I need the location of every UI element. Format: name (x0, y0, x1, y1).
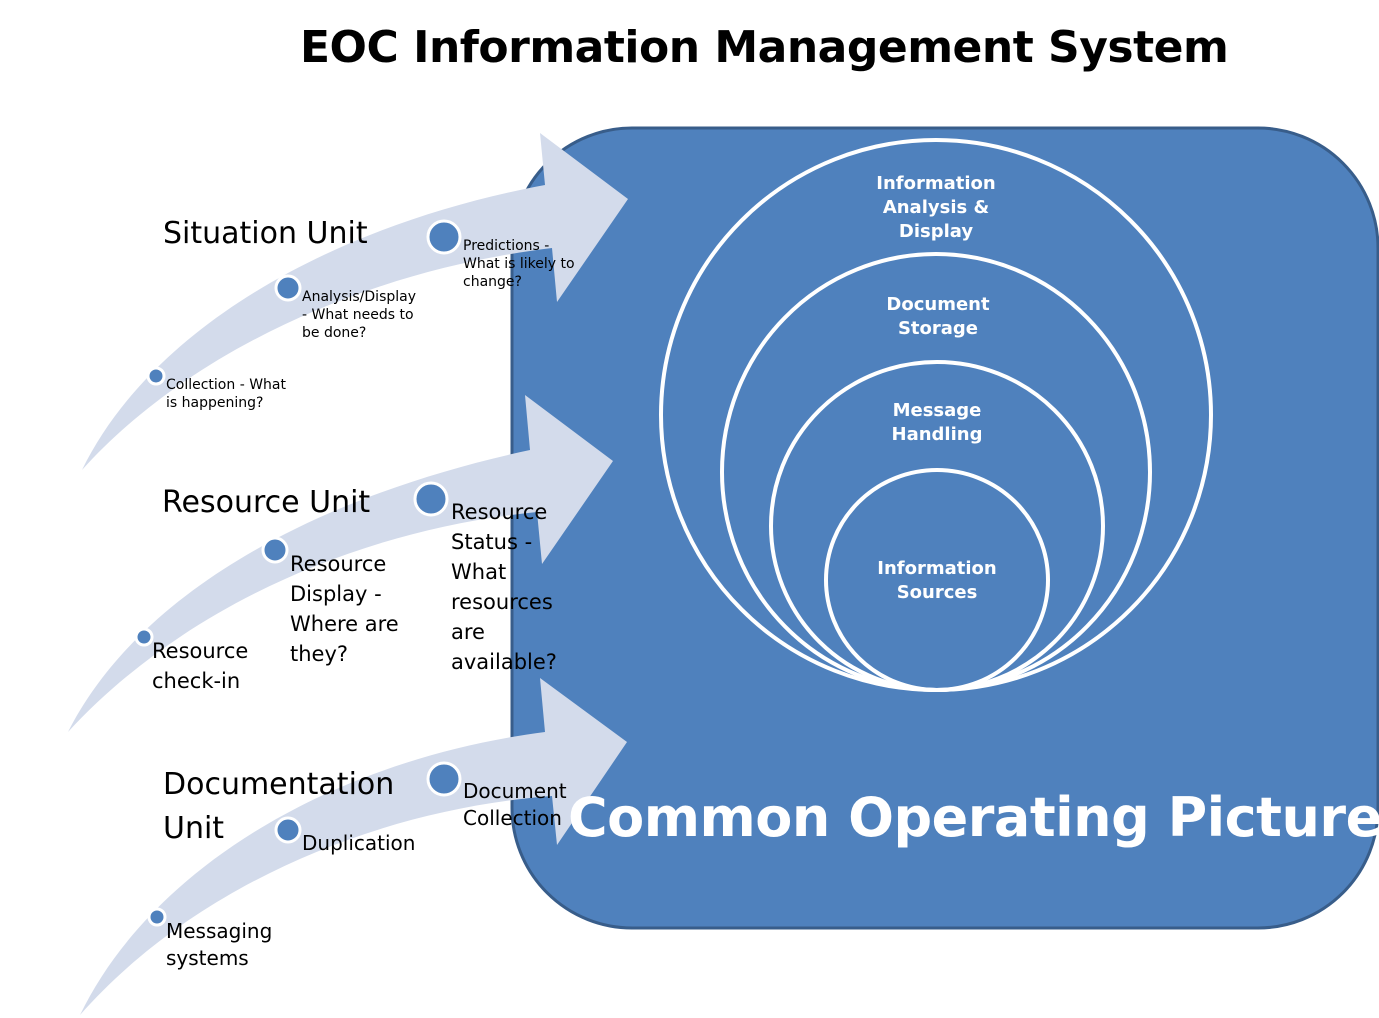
step-line: Analysis/Display (302, 289, 417, 305)
cop-panel (510, 126, 1379, 930)
step-line: Resource (451, 500, 548, 524)
unit-name-line: Documentation (163, 767, 395, 802)
step-line: What is likely to (463, 256, 575, 272)
ring-label-analysis-display: Information Analysis & Display (836, 172, 1036, 244)
ring-line: Document (886, 294, 990, 315)
dot-situation-collection (146, 366, 166, 386)
ring-line: Analysis & (882, 197, 990, 218)
ring-label-information-sources: Information Sources (837, 557, 1037, 605)
dot-documentation-messaging (147, 907, 167, 927)
ring-line: Message (892, 400, 982, 421)
dot-resource-status (413, 481, 449, 517)
step-line: Duplication (302, 831, 416, 855)
step-line: are (451, 620, 485, 644)
step-line: be done? (302, 325, 367, 341)
step-line: Display - (290, 582, 382, 606)
step-line: is happening? (166, 395, 264, 411)
step-line: systems (166, 946, 249, 970)
common-operating-picture-label: Common Operating Picture (568, 786, 1379, 849)
ring-information-sources (824, 468, 1050, 692)
ring-line: Information (876, 173, 996, 194)
documentation-unit-arrow (80, 678, 627, 1015)
step-label-resource-checkin: Resource check-in (152, 636, 248, 696)
step-line: they? (290, 642, 349, 666)
cop-rings (659, 138, 1213, 692)
unit-label-documentation: Documentation Unit (163, 763, 394, 850)
dot-situation-analysis (274, 274, 302, 302)
unit-name-line: Situation Unit (163, 216, 368, 251)
ring-line: Sources (896, 582, 978, 603)
step-line: check-in (152, 669, 241, 693)
dot-documentation-collection (426, 761, 462, 797)
dot-resource-checkin (134, 627, 154, 647)
step-line: Collection - What (166, 377, 286, 393)
step-label-situation-predictions: Predictions - What is likely to change? (463, 237, 575, 291)
step-line: Collection (463, 806, 562, 830)
step-label-documentation-collection: Document Collection (463, 778, 567, 832)
step-line: Status - (451, 530, 533, 554)
resource-unit-arrow (68, 395, 613, 732)
step-label-documentation-messaging: Messaging systems (166, 918, 272, 972)
step-line: available? (451, 650, 557, 674)
unit-name-line: Resource Unit (162, 485, 371, 520)
step-line: What (451, 560, 507, 584)
dot-resource-display (261, 536, 289, 564)
dot-documentation-duplication (274, 816, 302, 844)
ring-label-message-handling: Message Handling (837, 399, 1037, 447)
ring-label-document-storage: Document Storage (838, 293, 1038, 341)
ring-line: Display (898, 221, 974, 242)
step-line: Where are (290, 612, 399, 636)
step-dots (134, 219, 462, 927)
step-line: Predictions - (463, 238, 550, 254)
unit-name-line: Unit (163, 810, 225, 846)
step-label-situation-analysis: Analysis/Display - What needs to be done… (302, 288, 416, 342)
ring-line: Information (877, 558, 997, 579)
unit-label-resource: Resource Unit (162, 481, 370, 525)
ring-line: Storage (897, 318, 979, 339)
step-label-documentation-duplication: Duplication (302, 830, 415, 857)
dot-situation-predictions (426, 219, 462, 255)
step-line: resources (451, 590, 553, 614)
step-line: Resource (290, 552, 387, 576)
step-label-resource-status: Resource Status - What resources are ava… (451, 497, 557, 677)
ring-line: Handling (891, 424, 983, 445)
step-label-resource-display: Resource Display - Where are they? (290, 549, 399, 669)
step-line: Document (463, 779, 567, 803)
step-label-situation-collection: Collection - What is happening? (166, 376, 286, 412)
step-line: Resource (152, 639, 249, 663)
step-line: change? (463, 274, 522, 290)
step-line: Messaging (166, 919, 273, 943)
step-line: - What needs to (302, 307, 414, 323)
page-title: EOC Information Management System (300, 22, 1229, 73)
situation-unit-arrow (82, 133, 628, 470)
unit-label-situation: Situation Unit (163, 212, 368, 256)
